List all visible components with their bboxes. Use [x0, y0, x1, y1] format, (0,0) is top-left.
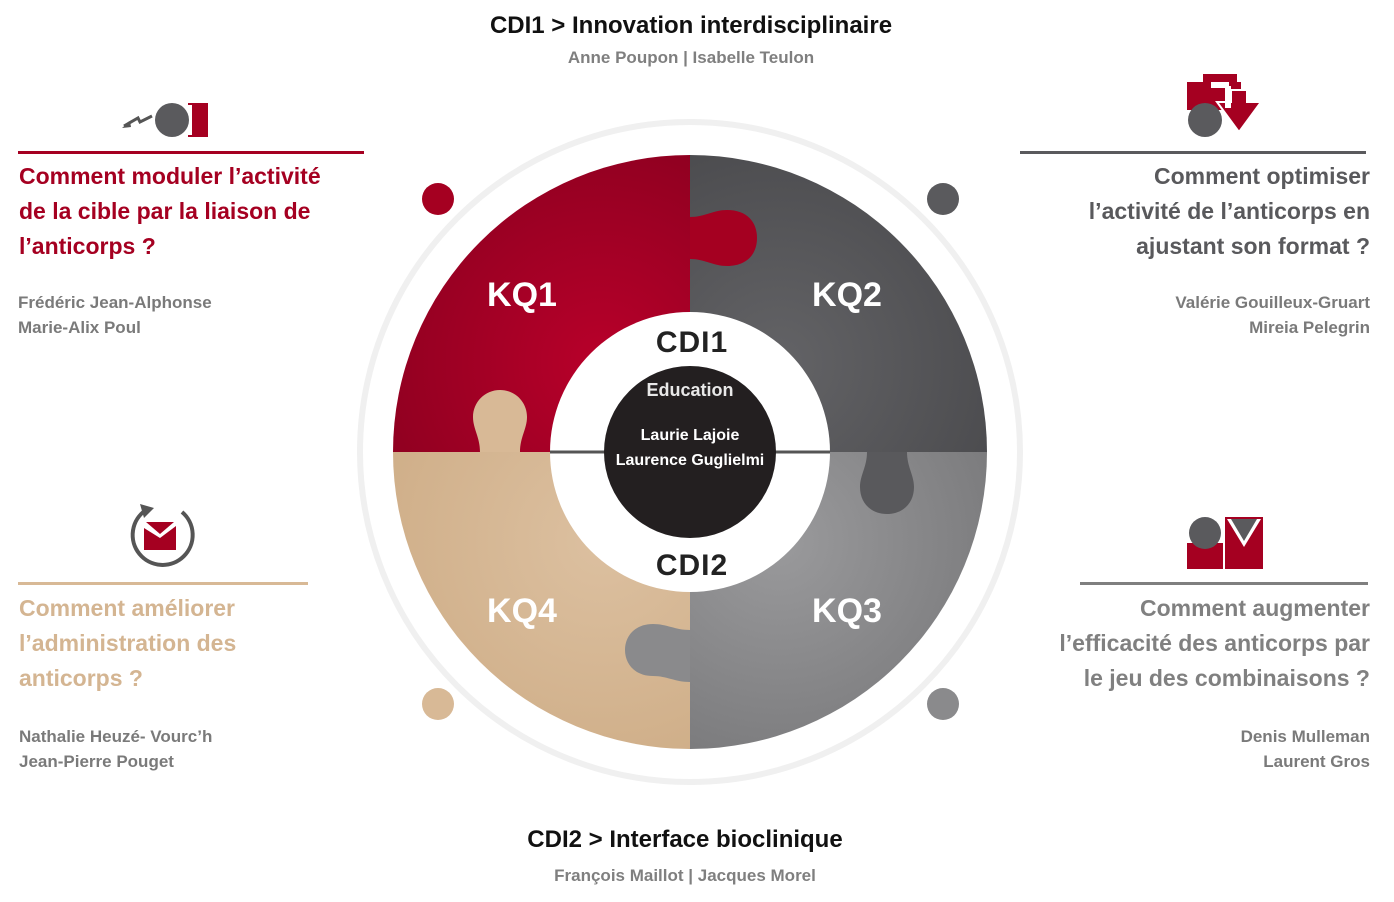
- kq2-label: KQ2: [812, 276, 882, 314]
- kq3-label: KQ3: [812, 592, 882, 630]
- kq2-question-line: Comment optimiser: [1154, 163, 1370, 189]
- education-label: Education: [646, 380, 733, 400]
- kq1-divider: [18, 151, 364, 154]
- kq4-label: KQ4: [487, 592, 557, 630]
- cdi2-label: CDI2: [656, 549, 728, 582]
- kq1-person: Marie-Alix Poul: [18, 318, 141, 337]
- kq2-people: Valérie Gouilleux-Gruart Mireia Pelegrin: [1070, 290, 1370, 340]
- kq2-person: Valérie Gouilleux-Gruart: [1175, 293, 1370, 312]
- kq3-divider: [1080, 582, 1368, 585]
- format-down-arrow-icon: [1185, 72, 1265, 143]
- kq3-person: Laurent Gros: [1263, 752, 1370, 771]
- kq4-question-line: Comment améliorer: [19, 595, 236, 621]
- kq4-person: Nathalie Heuzé- Vourc’h: [19, 727, 213, 746]
- combination-shapes-icon: [1185, 515, 1265, 576]
- kq2-divider: [1020, 151, 1366, 154]
- kq3-question: Comment augmenter l’efficacité des antic…: [1000, 591, 1370, 696]
- kq3-people: Denis Mulleman Laurent Gros: [1070, 724, 1370, 774]
- kq4-question: Comment améliorer l’administration des a…: [19, 591, 349, 696]
- kq1-dot: [422, 183, 454, 215]
- ball-arrow-icon: [118, 100, 212, 145]
- kq3-knob: [625, 624, 690, 682]
- kq4-person: Jean-Pierre Pouget: [19, 752, 174, 771]
- kq2-dot: [927, 183, 959, 215]
- kq2-question-line: ajustant son format ?: [1136, 233, 1370, 259]
- kq2-question: Comment optimiser l’activité de l’antico…: [1000, 159, 1370, 264]
- kq2-knob: [860, 452, 914, 514]
- kq3-question-line: le jeu des combinaisons ?: [1083, 665, 1370, 691]
- puzzle-diagram: KQ1 KQ2 KQ3 KQ4 CDI1 CDI2 Education Laur…: [357, 119, 1023, 785]
- cdi2-header-leads: François Maillot | Jacques Morel: [554, 866, 816, 885]
- cdi1-header-title: CDI1 > Innovation interdisciplinaire: [489, 12, 893, 39]
- education-center: [604, 366, 776, 538]
- kq1-label: KQ1: [487, 276, 557, 314]
- kq1-question-line: l’anticorps ?: [19, 233, 156, 259]
- kq4-knob: [473, 390, 527, 452]
- kq4-question-line: l’administration des: [19, 630, 237, 656]
- cdi1-header-leads: Anne Poupon | Isabelle Teulon: [567, 48, 815, 67]
- kq4-dot: [422, 688, 454, 720]
- kq1-question-line: de la cible par la liaison de: [19, 198, 311, 224]
- kq4-question-line: anticorps ?: [19, 665, 143, 691]
- kq3-person: Denis Mulleman: [1240, 727, 1370, 746]
- kq1-person: Frédéric Jean-Alphonse: [18, 293, 212, 312]
- cdi1-label: CDI1: [656, 326, 728, 359]
- cycle-arrow-icon: [126, 498, 200, 573]
- kq1-knob: [690, 210, 757, 266]
- kq4-divider: [18, 582, 308, 585]
- kq3-dot: [927, 688, 959, 720]
- kq3-question-line: Comment augmenter: [1139, 595, 1370, 621]
- cdi2-header-title: CDI2 > Interface bioclinique: [527, 826, 843, 853]
- kq1-people: Frédéric Jean-Alphonse Marie-Alix Poul: [18, 290, 212, 340]
- education-lead: Laurie Lajoie: [641, 427, 740, 444]
- kq1-question-line: Comment moduler l’activité: [19, 163, 321, 189]
- kq2-person: Mireia Pelegrin: [1249, 318, 1370, 337]
- kq3-question-line: l’efficacité des anticorps par: [1059, 630, 1370, 656]
- kq1-question: Comment moduler l’activité de la cible p…: [19, 159, 379, 264]
- outer-ring: [357, 119, 1023, 785]
- kq4-people: Nathalie Heuzé- Vourc’h Jean-Pierre Poug…: [19, 724, 212, 774]
- education-lead: Laurence Guglielmi: [616, 452, 764, 469]
- kq2-question-line: l’activité de l’anticorps en: [1088, 198, 1370, 224]
